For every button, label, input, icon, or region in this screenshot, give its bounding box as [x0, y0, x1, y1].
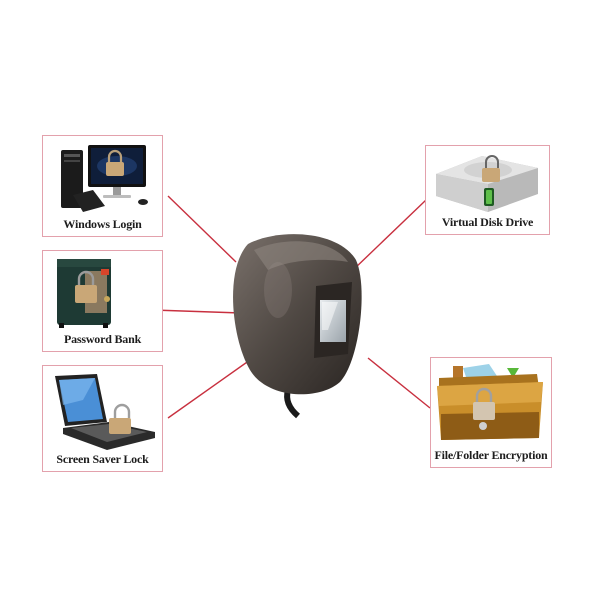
feature-label: File/Folder Encryption — [434, 448, 548, 462]
safe-lock-icon — [43, 255, 162, 329]
connector-windows-login — [167, 195, 237, 263]
feature-card-password-bank: Password Bank — [42, 250, 163, 352]
connector-file-folder-encryption — [367, 357, 431, 409]
connector-screen-saver-lock — [167, 359, 251, 419]
feature-card-virtual-disk-drive: Virtual Disk Drive — [425, 145, 550, 235]
feature-card-file-folder-encryption: File/Folder Encryption — [430, 357, 552, 468]
hard-drive-lock-icon — [426, 150, 549, 212]
feature-card-screen-saver-lock: Screen Saver Lock — [42, 365, 163, 472]
connector-virtual-disk-drive — [352, 199, 427, 271]
feature-label: Screen Saver Lock — [56, 452, 149, 466]
laptop-lock-icon — [43, 370, 162, 450]
fingerprint-scanner-icon — [228, 230, 368, 420]
folder-lock-icon — [431, 362, 551, 445]
feature-card-windows-login: Windows Login — [42, 135, 163, 237]
desktop-computer-lock-icon — [43, 140, 162, 214]
feature-label: Windows Login — [63, 217, 142, 231]
feature-label: Virtual Disk Drive — [441, 215, 534, 229]
connector-password-bank — [152, 309, 242, 314]
feature-label: Password Bank — [63, 332, 142, 346]
